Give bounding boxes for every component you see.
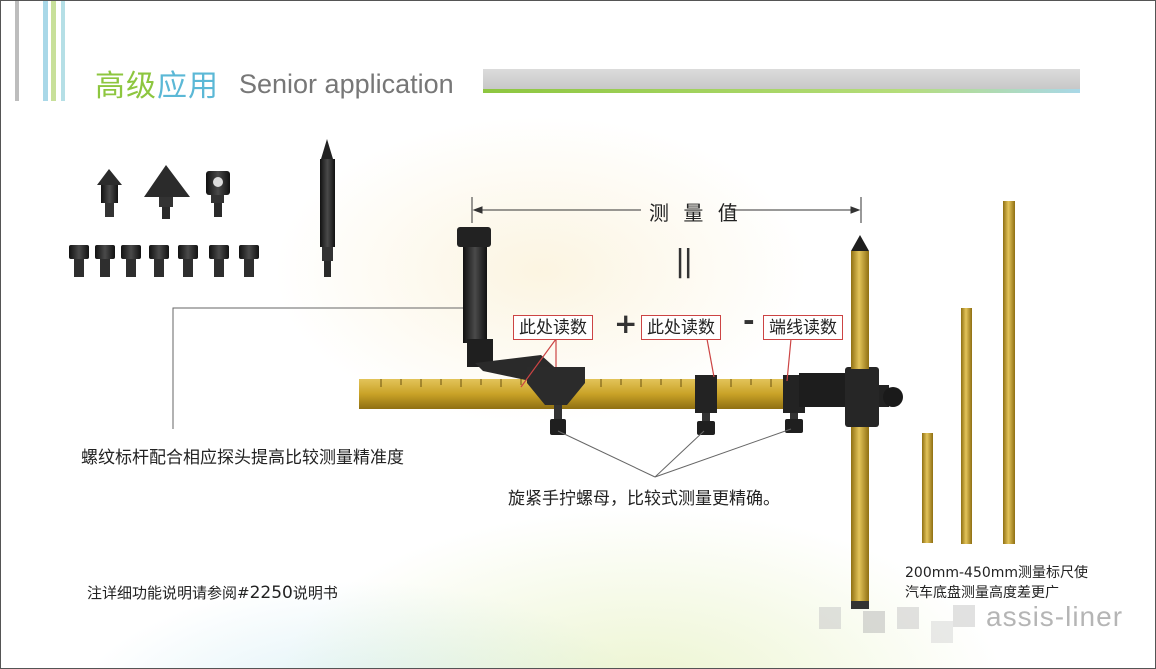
reading-box-end-line: 端线读数: [763, 315, 843, 340]
note-prefix: 注详细功能说明请参阅#: [87, 584, 250, 602]
mosaic-block: [931, 621, 953, 643]
probe-wide-cone-tip: [144, 165, 190, 219]
caption-rods-line1: 200mm-450mm测量标尺使: [905, 565, 1089, 581]
caption-nut: 旋紧手拧螺母，比较式测量更精确。: [508, 489, 780, 509]
note-suffix: 说明书: [292, 584, 338, 602]
mosaic-block: [819, 607, 841, 629]
right-vertical-gold-rod: [851, 235, 869, 609]
reading-box-1: 此处读数: [513, 315, 593, 340]
header-green-bar: [483, 89, 1080, 93]
watermark-text: assis-liner: [986, 601, 1124, 632]
callout-lines: [172, 307, 792, 478]
deco-bar-green: [51, 1, 56, 101]
reading-box-2: 此处读数: [641, 315, 721, 340]
mosaic-block: [863, 611, 885, 633]
gold-rod-long: [1003, 201, 1015, 544]
deco-bar-grey: [15, 1, 19, 101]
left-threaded-post: [457, 227, 561, 385]
header-grey-bar: [483, 69, 1080, 89]
probe-cone-tip: [97, 169, 122, 217]
slider-block-middle: [695, 375, 717, 435]
caption-rods-line2: 汽车底盘测量高度差更广: [905, 585, 1059, 601]
title-cn-part1: 高级: [95, 69, 157, 104]
equals-sign: ||: [675, 244, 693, 279]
mosaic-block: [897, 607, 919, 629]
small-bolts-row: [69, 245, 259, 277]
right-clamp-head: [799, 367, 903, 427]
measured-value-label: 测 量 值: [649, 201, 742, 225]
mosaic-block: [953, 605, 975, 627]
deco-bar-teal: [61, 1, 65, 101]
title-cn-part2: 应用: [157, 69, 219, 104]
gold-rod-medium: [961, 308, 972, 544]
slider-block-left: [527, 367, 585, 435]
note-model: 2250: [249, 583, 293, 603]
reading-indicator-lines: [520, 338, 792, 388]
caption-manual-note: 注详细功能说明请参阅#2250说明书: [87, 583, 338, 603]
caption-rods: 200mm-450mm测量标尺使 汽车底盘测量高度差更广: [905, 563, 1088, 603]
plus-sign: +: [614, 307, 638, 340]
long-pointer-probe: [320, 139, 335, 277]
caption-threaded-rod: 螺纹标杆配合相应探头提高比较测量精准度: [81, 448, 404, 468]
title-chinese: 高级应用: [95, 61, 219, 105]
probe-eye-tip: [206, 171, 230, 217]
minus-sign: -: [743, 304, 755, 337]
gold-rod-short: [922, 433, 933, 543]
main-bar-ticks: [380, 379, 772, 387]
deco-bar-blue: [43, 1, 48, 101]
measure-dimension-line: [471, 197, 862, 223]
title-english: Senior application: [239, 69, 454, 99]
